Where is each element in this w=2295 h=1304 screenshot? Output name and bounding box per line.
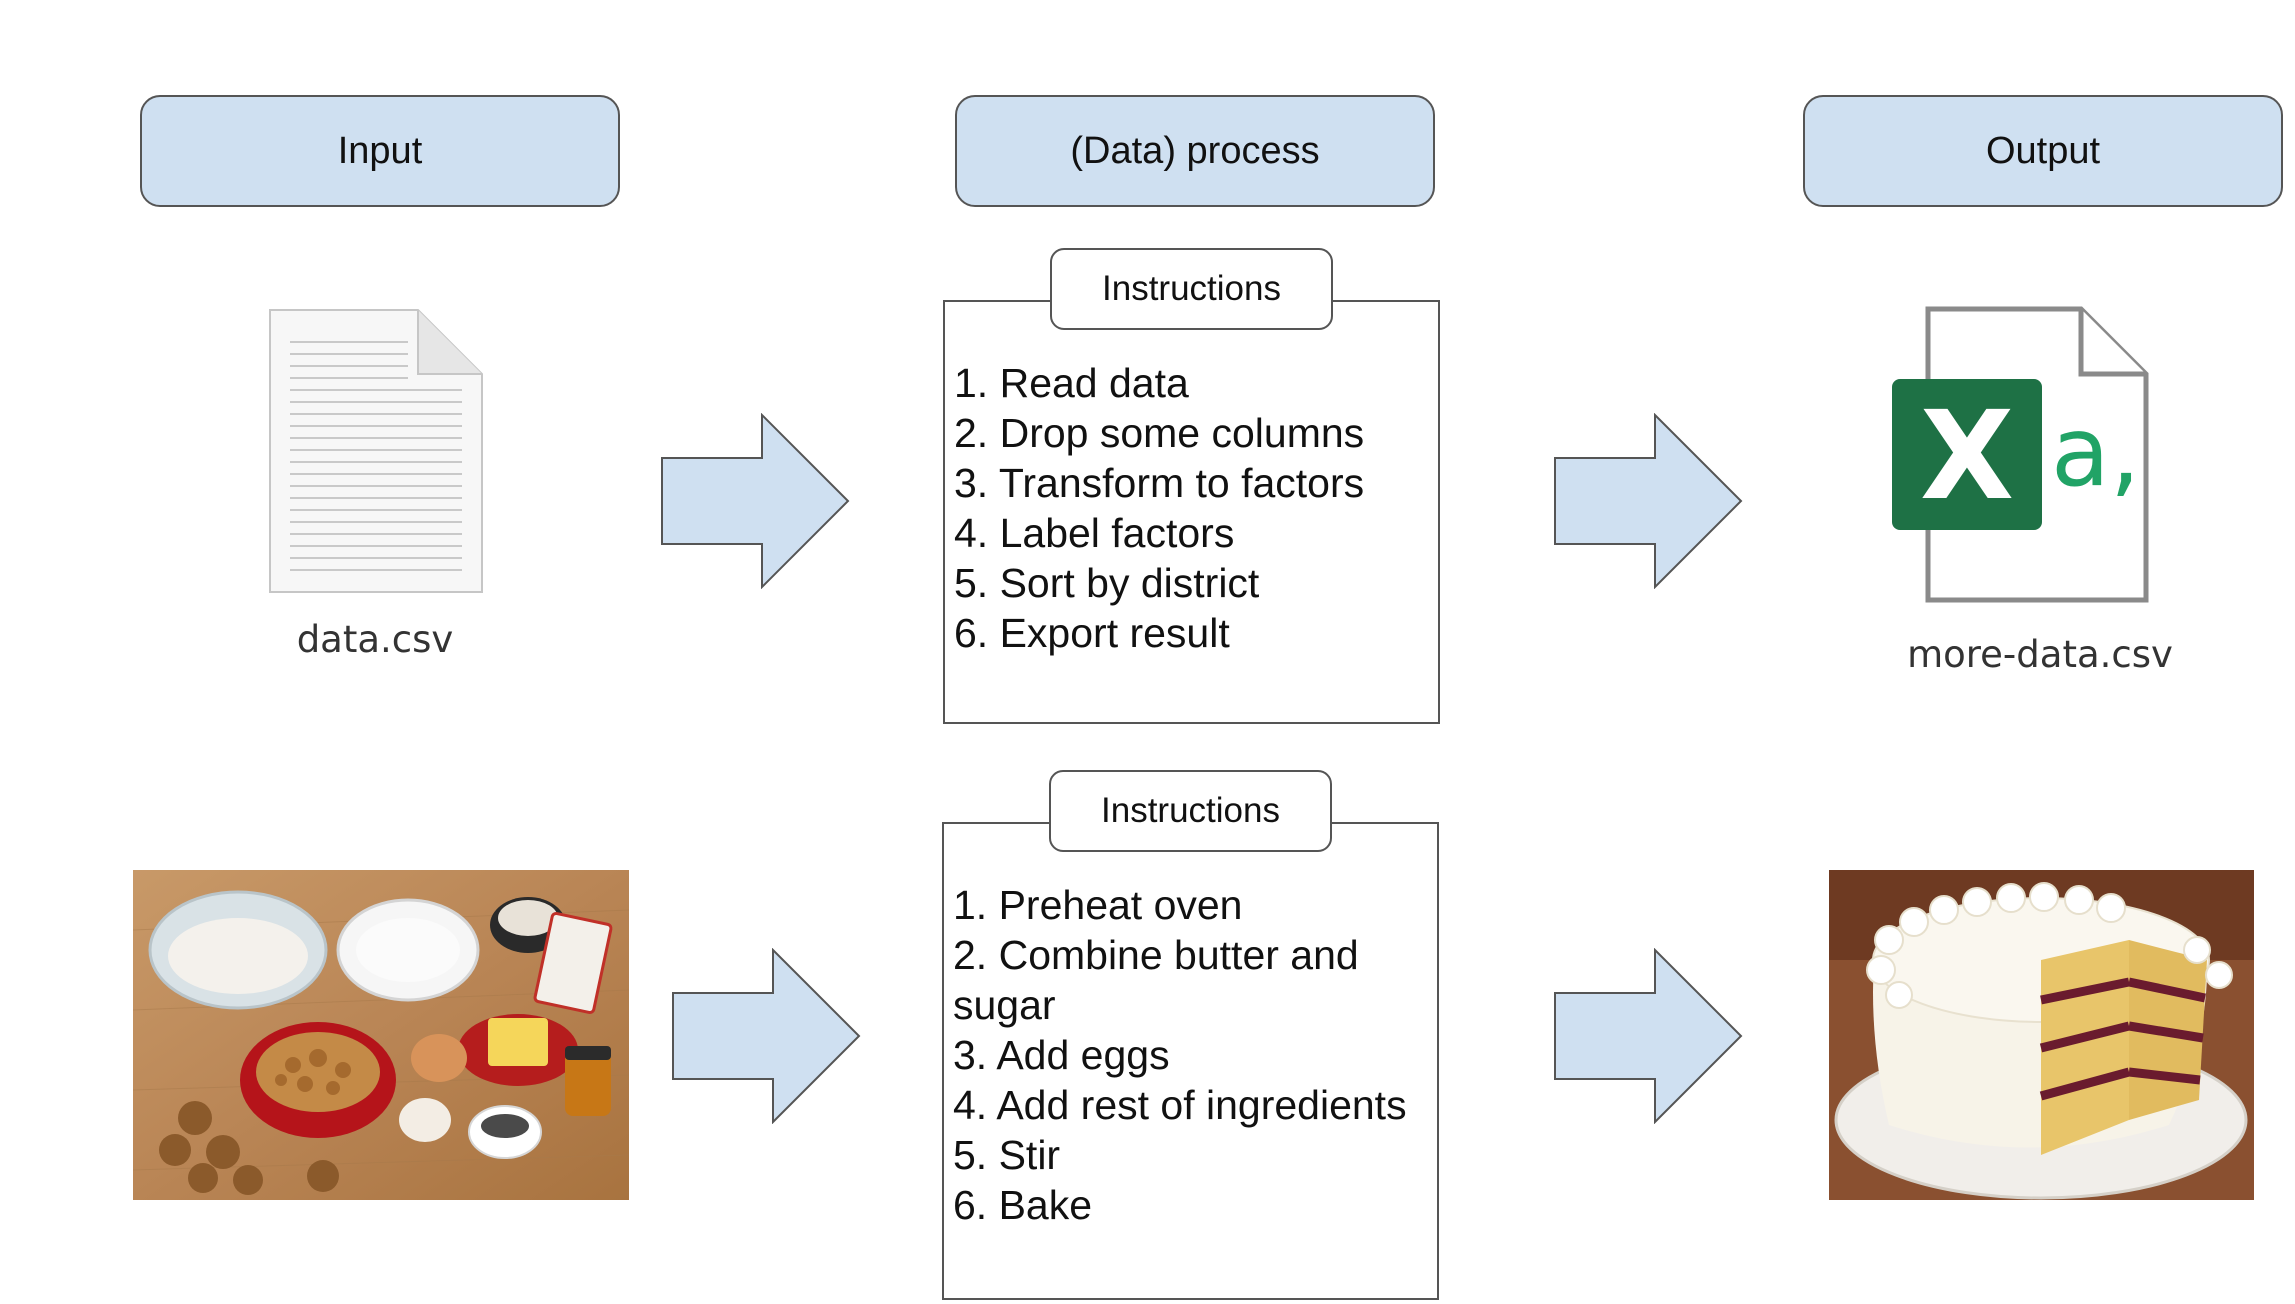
output-file-label: more-data.csv [1907,633,2173,676]
recipe-step: 2. Combine butter and sugar [953,932,1359,1028]
arrow-process-to-output-2 [1554,948,1743,1124]
data-step: 2. Drop some columns [954,410,1365,456]
text-document-icon [269,309,483,593]
data-step: 3. Transform to factors [954,460,1365,506]
baking-ingredients-photo [133,870,629,1200]
instructions-box-data: 1. Read data 2. Drop some columns 3. Tra… [943,300,1440,724]
input-header-label: Input [337,129,423,172]
arrow-input-to-process-1 [661,413,850,589]
recipe-steps-list: 1. Preheat oven 2. Combine butter and su… [953,880,1407,1230]
data-step: 1. Read data [954,360,1189,406]
data-step: 6. Export result [954,610,1230,656]
recipe-step: 1. Preheat oven [953,882,1243,928]
csv-text: a, [2051,396,2140,508]
arrow-process-to-output-1 [1554,413,1743,589]
layered-cake-photo [1829,870,2254,1200]
input-header: Input [140,95,620,207]
excel-letter: X [1920,385,2014,527]
recipe-step: 6. Bake [953,1182,1093,1228]
data-step: 4. Label factors [954,510,1235,556]
output-header-label: Output [1985,129,2101,172]
instructions-title-recipe: Instructions [1049,770,1332,852]
excel-csv-file-icon: X a, [1892,306,2149,603]
input-file-label: data.csv [296,618,454,661]
output-header: Output [1803,95,2283,207]
data-step: 5. Sort by district [954,560,1260,606]
instructions-box-recipe: 1. Preheat oven 2. Combine butter and su… [942,822,1439,1300]
recipe-step: 3. Add eggs [953,1032,1170,1078]
data-steps-list: 1. Read data 2. Drop some columns 3. Tra… [954,358,1364,658]
instructions-title-label: Instructions [1101,791,1280,830]
process-header: (Data) process [955,95,1435,207]
recipe-step: 5. Stir [953,1132,1061,1178]
arrow-input-to-process-2 [672,948,861,1124]
instructions-title-data: Instructions [1050,248,1333,330]
recipe-step: 4. Add rest of ingredients [953,1082,1407,1128]
process-header-label: (Data) process [1070,129,1320,172]
instructions-title-label: Instructions [1102,269,1281,308]
